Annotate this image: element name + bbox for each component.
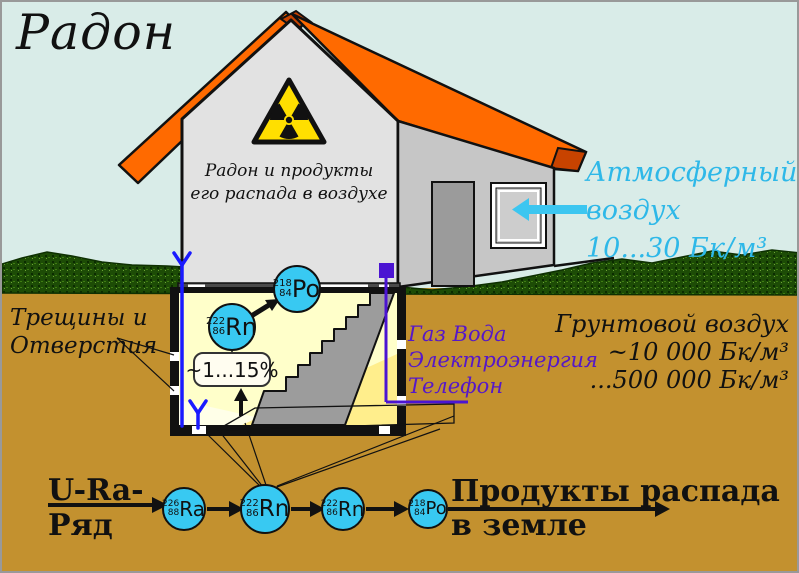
terrain-line	[553, 256, 615, 268]
cracks-line1: Трещины и	[10, 305, 148, 331]
page-title: Радон	[16, 4, 177, 61]
atmospheric-air-line1: Атмосферный	[586, 157, 798, 188]
basement-po-symbol: Po	[291, 274, 321, 303]
atmospheric-air-line2: воздух	[586, 195, 681, 226]
chain-arrows	[48, 497, 670, 517]
percent-box: ~1...15%	[186, 352, 279, 387]
chain-rn2-symbol: Rn	[337, 496, 365, 521]
chain-result-line1: Продукты распада	[451, 474, 780, 509]
utilities-line3: Телефон	[408, 374, 504, 398]
window-glass	[495, 187, 542, 244]
chain-source-line2: Ряд	[48, 508, 113, 543]
atmospheric-air-line3: 10...30 Бк/м³	[586, 233, 768, 264]
basement-rn-symbol: Rn	[225, 312, 257, 341]
utilities-label: Газ Вода Электроэнергия Телефон	[408, 321, 598, 399]
chain-source-line1: U-Ra-	[48, 473, 144, 508]
roof-eave-face	[549, 146, 588, 173]
chain-ra-symbol: Ra	[179, 496, 205, 521]
crack-left-2	[170, 386, 179, 395]
chain-rn1-symbol: Rn	[258, 495, 290, 522]
cracks-label: Трещины и Отверстия	[10, 304, 157, 360]
door	[431, 181, 475, 287]
soil-air-line3: ...500 000 Бк/м³	[589, 366, 789, 394]
house-label-line2: его распада в воздухе	[190, 184, 388, 204]
crack-bottom-1	[192, 426, 206, 434]
utility-pipe-icon	[379, 263, 468, 404]
floor-to-box-arrow	[234, 388, 248, 416]
staircase	[251, 292, 395, 426]
soil-air-line2: ~10 000 Бк/м³	[607, 338, 789, 366]
chain-result-line2: в земле	[451, 508, 587, 543]
soil-air-label: Грунтовой воздух ~10 000 Бк/м³ ...500 00…	[555, 310, 789, 394]
utilities-line1: Газ Вода	[408, 322, 507, 346]
pointer-lines	[116, 337, 455, 489]
window-inner-frame	[498, 190, 539, 241]
radiation-icon	[270, 103, 308, 139]
chain-po-symbol: Po	[425, 498, 447, 519]
air-pipe-icon	[172, 251, 208, 430]
utilities-line2: Электроэнергия	[408, 348, 598, 372]
crack-left-1	[170, 352, 179, 361]
crack-right-1	[397, 340, 406, 349]
soil-air-line1: Грунтовой воздух	[555, 310, 789, 338]
atmospheric-air-label: Атмосферный воздух 10...30 Бк/м³	[586, 154, 797, 268]
cracks-line2: Отверстия	[10, 333, 158, 359]
air-arrow-icon	[512, 198, 587, 221]
crack-bottom-2	[379, 426, 390, 434]
house-label-line1: Радон и продукты	[204, 161, 374, 181]
radiation-triangle	[251, 77, 327, 145]
